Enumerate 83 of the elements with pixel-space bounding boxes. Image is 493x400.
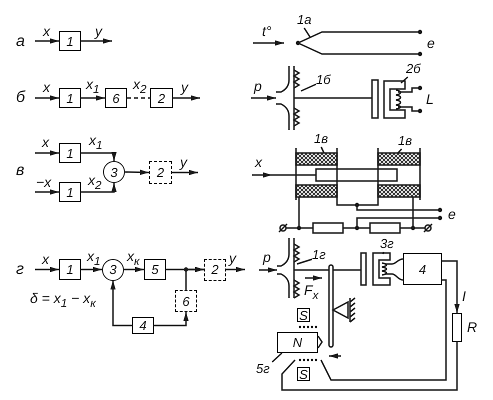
part-label: 1б xyxy=(316,73,331,86)
edge-label: x$_{2}$ xyxy=(88,173,102,192)
arrow xyxy=(110,280,132,326)
part-label: 2б xyxy=(406,62,421,75)
arrow xyxy=(185,266,204,290)
edge-label: x xyxy=(43,24,50,38)
edge-label: x$_{1}$ xyxy=(86,77,100,96)
arrow xyxy=(81,183,117,193)
arrow xyxy=(35,95,59,101)
part-label: 1а xyxy=(297,13,312,26)
arrow xyxy=(124,170,150,175)
row-letter: б xyxy=(16,90,25,106)
edge-label: x$_{1}$ xyxy=(87,249,100,268)
row-letter: а xyxy=(16,34,25,50)
block-box: 2 xyxy=(150,88,173,108)
block-box: 1 xyxy=(59,143,81,163)
variable-label: L xyxy=(426,92,434,106)
block-box: 1 xyxy=(59,182,81,202)
block-box: 1 xyxy=(59,88,81,108)
dashed-block-box: 2 xyxy=(204,258,226,280)
magnet-pole-box: N xyxy=(277,332,318,353)
edge-label: −x xyxy=(36,175,52,189)
arrow xyxy=(81,152,117,161)
arrow xyxy=(124,266,144,272)
edge-label: x xyxy=(42,252,49,266)
arrow xyxy=(442,260,460,313)
block-box: 4 xyxy=(132,317,154,334)
dashed-block-box: 6 xyxy=(175,290,197,312)
variable-label: p xyxy=(263,250,271,264)
edge-label: I xyxy=(462,289,466,303)
block-box: 4 xyxy=(403,253,442,285)
edge-label: y xyxy=(181,80,188,94)
edge-label: y xyxy=(180,155,187,169)
edge-label: x xyxy=(43,80,50,94)
leader-line xyxy=(382,252,384,254)
connector-line xyxy=(272,352,282,363)
arrow xyxy=(35,266,59,272)
edge-label: y xyxy=(229,251,236,265)
part-label: 3г xyxy=(380,237,394,250)
edge-label: x xyxy=(42,135,49,149)
circle-block: 3 xyxy=(102,258,124,280)
arrow xyxy=(172,170,198,176)
variable-label: p xyxy=(254,79,262,93)
variable-label: x xyxy=(255,155,262,169)
leader-line xyxy=(300,84,316,92)
variable-label: F$_{x}$ xyxy=(304,283,318,302)
arrow xyxy=(35,189,59,195)
edge-label: y xyxy=(95,24,102,38)
magnet-pole-box: S xyxy=(297,308,310,322)
variable-label: e xyxy=(427,36,435,50)
block-box: 1 xyxy=(59,259,81,280)
edge-label: x$_{к}$ xyxy=(127,249,140,268)
edge-label: x$_{1}$ xyxy=(89,133,102,152)
row-letter: в xyxy=(16,163,24,179)
part-label: 5г xyxy=(256,362,270,375)
formula-label: δ = x$_{1}$ − x$_{к}$ xyxy=(30,291,96,310)
block-box: 5 xyxy=(144,259,166,280)
part-label: 1г xyxy=(312,248,326,261)
arrow xyxy=(81,95,105,101)
dashed-block-box: 2 xyxy=(149,161,172,184)
arrow xyxy=(81,38,112,44)
block-box: 6 xyxy=(105,88,127,108)
arrow xyxy=(81,266,102,272)
component-label: R xyxy=(467,320,478,334)
arrow xyxy=(35,150,59,156)
variable-label: t° xyxy=(262,24,272,38)
edge-label: x$_{2}$ xyxy=(133,77,146,96)
arrow xyxy=(173,95,200,101)
resistor-symbol xyxy=(452,313,462,342)
arrow xyxy=(35,38,59,44)
circle-block: 3 xyxy=(103,161,125,183)
magnet-pole-box: S xyxy=(297,367,310,381)
arrow xyxy=(226,266,245,272)
arrow xyxy=(154,312,189,326)
part-label: 1в xyxy=(398,134,412,147)
block-box: 1 xyxy=(59,31,81,51)
variable-label: e xyxy=(448,207,456,221)
leader-line xyxy=(296,258,312,265)
leader-line xyxy=(400,76,408,84)
part-label: 1в xyxy=(314,132,328,145)
leader-line xyxy=(304,28,311,38)
connector-line xyxy=(127,97,150,99)
row-letter: г xyxy=(16,262,24,278)
